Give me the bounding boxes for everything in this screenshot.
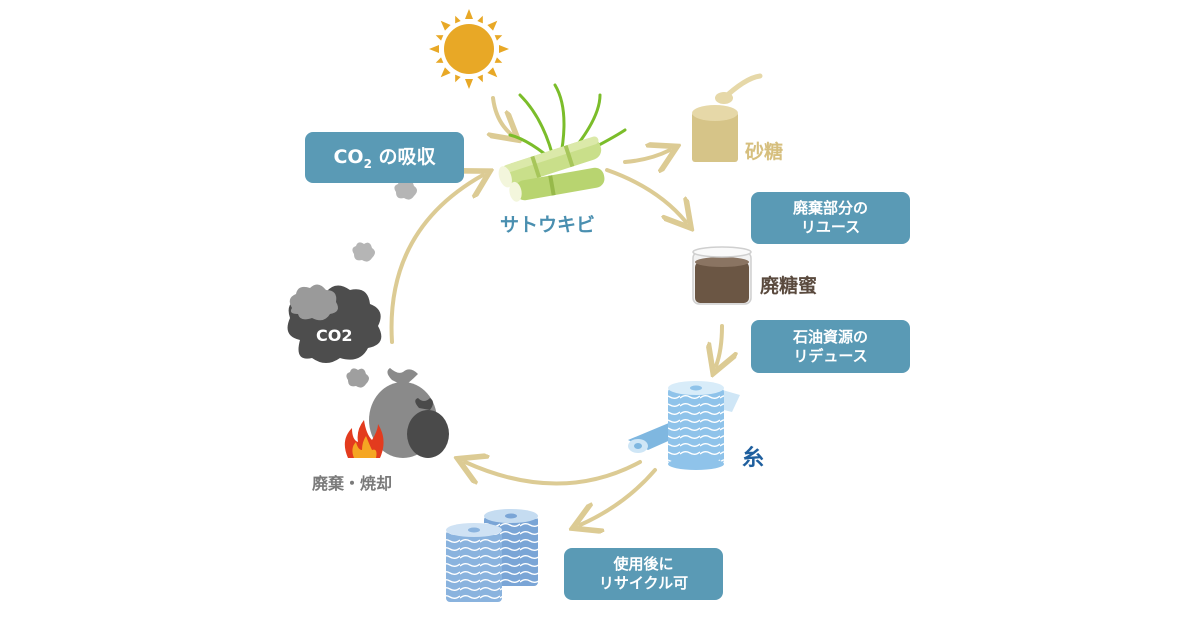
molasses-label: 廃糖蜜 — [760, 275, 818, 297]
reduce-line-1: 石油資源の — [792, 327, 868, 346]
recycle-line-2: リサイクル可 — [598, 574, 689, 592]
absorption-text: の吸収 — [371, 145, 436, 168]
sun-icon — [429, 9, 509, 89]
cycle-arrows — [389, 96, 722, 525]
reduce-line-2: リデュース — [793, 346, 868, 365]
arrow-disposal-to-cane — [389, 175, 483, 344]
disposal-label: 廃棄・焼却 — [312, 474, 393, 493]
co2-cloud-label: CO2 — [316, 326, 353, 345]
recycle-line-1: 使用後に — [613, 555, 674, 574]
recycle-box: 使用後に リサイクル可 — [564, 548, 723, 600]
co2-cloud-icon — [287, 284, 382, 363]
thread-label: 糸 — [742, 446, 765, 471]
garbage-bag-icon — [369, 368, 449, 458]
sugar-bowl-icon — [692, 73, 763, 162]
arrow-thread-to-spools — [580, 468, 657, 525]
molasses-jar-icon — [692, 246, 752, 305]
reuse-box: 廃棄部分の リユース — [751, 192, 910, 244]
reduce-box: 石油資源の リデュース — [751, 320, 910, 373]
sugar-label: 砂糖 — [745, 141, 784, 163]
smoke-puff-icon — [346, 180, 417, 388]
arrow-molasses-to-thread — [716, 324, 722, 366]
thread-spool-icon — [628, 381, 740, 470]
co2-absorption-label: CO 2 の吸収 — [333, 145, 436, 171]
co2-text: CO — [333, 145, 364, 168]
sugarcane-label: サトウキビ — [500, 214, 596, 236]
arrow-thread-to-disposal — [465, 462, 642, 486]
arrow-cane-to-molasses — [605, 168, 686, 222]
thread-spools-icon — [446, 509, 538, 602]
reuse-line-2: リユース — [800, 218, 861, 236]
sugarcane-icon — [498, 83, 627, 202]
co2-absorption-box: CO 2 の吸収 — [305, 132, 464, 183]
reuse-line-1: 廃棄部分の — [792, 199, 868, 218]
fire-icon — [344, 420, 384, 458]
arrow-sun-to-cane — [493, 96, 512, 135]
arrow-cane-to-sugar — [623, 150, 670, 162]
co2-subscript: 2 — [363, 156, 372, 171]
